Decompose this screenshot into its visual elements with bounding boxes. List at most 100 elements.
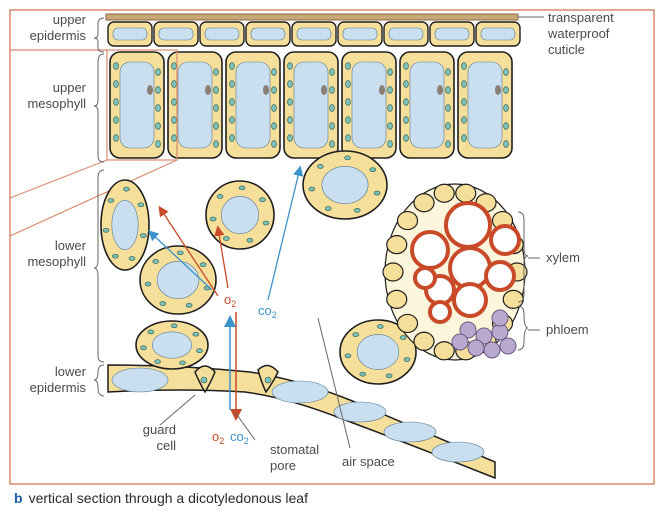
- chloroplast: [308, 186, 316, 192]
- chloroplast: [403, 80, 409, 88]
- chloroplast: [147, 329, 155, 335]
- chloroplast: [229, 62, 235, 70]
- nucleus: [495, 85, 501, 95]
- chloroplast: [344, 155, 351, 161]
- chloroplast: [271, 86, 277, 94]
- chloroplast: [213, 140, 219, 148]
- vacuole: [356, 334, 400, 370]
- chloroplast: [445, 104, 451, 112]
- chloroplast: [503, 86, 509, 94]
- diagram-frame: [9, 9, 655, 485]
- xylem-vessel: [444, 201, 492, 249]
- co2-arrow-left: [148, 230, 213, 291]
- xylem-vessel: [428, 300, 452, 324]
- label-lower-epidermis-line1: lower: [54, 364, 86, 379]
- chloroplast: [196, 348, 203, 353]
- vacuole: [112, 27, 148, 41]
- vascular-bundle: [382, 183, 528, 361]
- chloroplast: [329, 86, 335, 94]
- vacuole: [111, 367, 169, 393]
- chloroplast: [155, 86, 161, 94]
- phloem-cell: [451, 333, 469, 351]
- vacuole: [204, 27, 240, 41]
- sheath-cell: [413, 331, 435, 351]
- gas-co2-bottom-sub: 2: [243, 436, 249, 446]
- chloroplast: [113, 134, 119, 142]
- vacuole: [296, 27, 332, 41]
- label-cuticle-line3: cuticle: [548, 42, 585, 57]
- chloroplast: [140, 345, 147, 351]
- chloroplast: [403, 357, 411, 362]
- label-upper-mesophyll-line2: mesophyll: [27, 96, 86, 111]
- xylem-vessel: [410, 230, 450, 270]
- leader-lines: [159, 257, 540, 449]
- vacuole: [221, 196, 260, 235]
- chloroplast: [503, 68, 509, 76]
- phloem-cell: [467, 339, 485, 357]
- chloroplast: [345, 134, 351, 142]
- phloem-cell: [459, 321, 477, 339]
- chloroplast: [107, 198, 115, 203]
- vacuole: [177, 61, 213, 149]
- nucleus: [437, 85, 443, 95]
- chloroplast: [229, 134, 235, 142]
- vacuole: [342, 27, 378, 41]
- chloroplast: [345, 80, 351, 88]
- chloroplast: [287, 116, 293, 124]
- phloem-cell: [491, 309, 509, 327]
- label-cuticle: transparent waterproof cuticle: [548, 10, 614, 58]
- chloroplast: [399, 335, 407, 340]
- xylem-vessel: [452, 282, 488, 318]
- xylem-vessel: [489, 224, 521, 256]
- chloroplast: [171, 116, 177, 124]
- spongy-mesophyll-cells: [100, 150, 417, 385]
- guard-cells: [194, 364, 279, 394]
- nucleus: [263, 85, 269, 95]
- label-stomatal-pore-line1: stomatal: [270, 442, 320, 457]
- chloroplast: [271, 140, 277, 148]
- vacuole: [250, 27, 286, 41]
- label-upper-epidermis: upper epidermis: [20, 12, 86, 44]
- chloroplast: [238, 185, 246, 191]
- chloroplast: [171, 98, 177, 106]
- chloroplast: [387, 86, 393, 94]
- vacuole: [235, 61, 271, 149]
- chloroplast: [199, 262, 207, 267]
- chloroplast: [403, 62, 409, 70]
- chloroplast: [213, 68, 219, 76]
- sheath-cell: [396, 210, 419, 231]
- vacuole: [467, 61, 503, 149]
- label-upper-mesophyll-line1: upper: [52, 80, 86, 95]
- vacuole: [321, 166, 369, 205]
- chloroplast: [503, 140, 509, 148]
- chloroplast: [287, 80, 293, 88]
- chloroplast: [229, 116, 235, 124]
- phloem-cell: [475, 327, 493, 345]
- chloroplast: [154, 359, 161, 364]
- label-stomatal-pore-line2: pore: [270, 458, 297, 473]
- chloroplast: [152, 259, 160, 264]
- chloroplast: [503, 104, 509, 112]
- chloroplast: [387, 68, 393, 76]
- chloroplast: [213, 104, 219, 112]
- chloroplast: [373, 190, 381, 196]
- vacuole: [293, 61, 329, 149]
- label-lower-mesophyll-line1: lower: [54, 238, 86, 253]
- gas-co2-bottom-label: co2: [230, 430, 249, 448]
- chloroplast: [461, 134, 467, 142]
- xylem-vessel: [484, 260, 516, 292]
- gas-co2-text: co: [258, 303, 272, 318]
- chloroplast: [102, 228, 110, 233]
- left-brackets: [93, 17, 105, 397]
- chloroplast: [123, 186, 130, 192]
- label-lower-epidermis: lower epidermis: [20, 364, 86, 396]
- zoom-line-top: [9, 159, 108, 199]
- chloroplast: [113, 98, 119, 106]
- chloroplast: [155, 68, 161, 76]
- chloroplast: [137, 202, 145, 208]
- gas-o2-bottom-text: o: [212, 429, 220, 444]
- chloroplast: [113, 62, 119, 70]
- vacuole: [333, 401, 387, 423]
- label-guard-cell-line2: cell: [156, 438, 176, 453]
- label-phloem: phloem: [546, 322, 589, 337]
